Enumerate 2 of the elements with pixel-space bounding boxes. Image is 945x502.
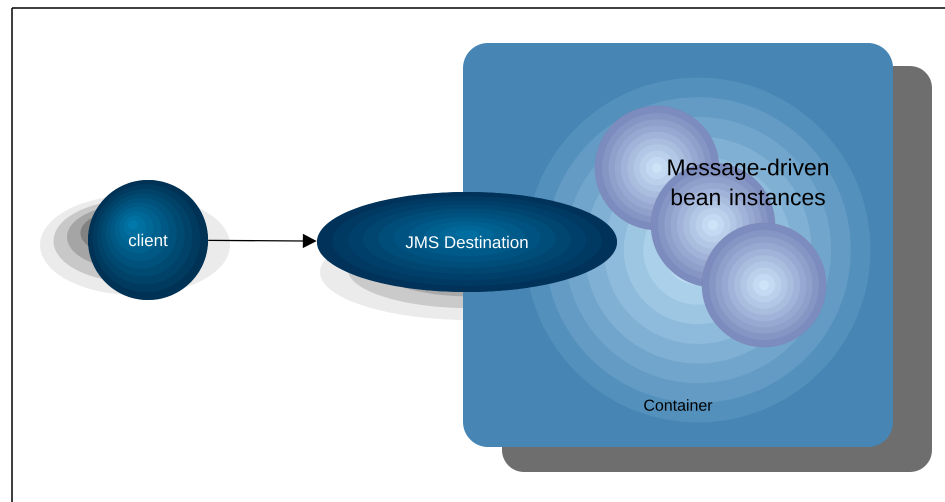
bean-label: Message-driven bean instances [668, 158, 828, 206]
bean-circle [702, 222, 826, 348]
